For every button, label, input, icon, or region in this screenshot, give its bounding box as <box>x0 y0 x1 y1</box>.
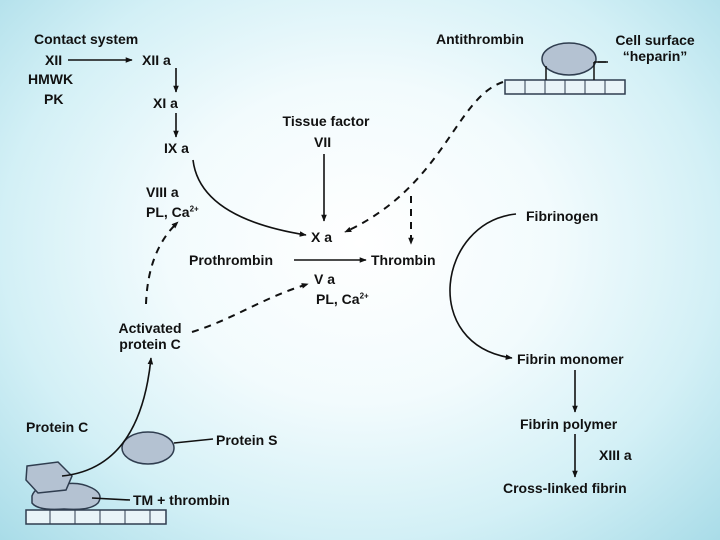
pl-ca-text-1: PL, Ca <box>146 204 190 220</box>
cell-surface-label: Cell surface “heparin” <box>615 32 694 64</box>
dashed-apc-inhibits-viiia <box>145 221 179 305</box>
va-label: V a <box>314 271 336 287</box>
arrow-fibrinogen-to-fibrin-monomer <box>449 213 517 360</box>
pl-ca-label-2: PL, Ca2+ <box>316 291 369 307</box>
protein-c-shape <box>25 461 73 494</box>
tm-thrombin-pointer <box>91 497 131 501</box>
protein-s-pointer <box>173 438 214 444</box>
hmwk-label: HMWK <box>28 71 74 87</box>
fibrin-polymer-label: Fibrin polymer <box>520 416 618 432</box>
arrow-protein-c-to-activated <box>61 357 154 477</box>
fibrinogen-label: Fibrinogen <box>526 208 599 224</box>
dashed-antithrombin-to-xa <box>344 81 504 233</box>
arrow-ixa-to-xa <box>192 159 307 237</box>
fibrin-monomer-label: Fibrin monomer <box>517 351 624 367</box>
ca-charge-2: 2+ <box>359 291 369 301</box>
ca-charge-1: 2+ <box>189 204 199 214</box>
pk-label: PK <box>44 91 64 107</box>
heparin-line: “heparin” <box>622 48 688 64</box>
activated-protein-c-line-2: protein C <box>119 336 181 352</box>
antithrombin-label: Antithrombin <box>436 31 524 47</box>
antithrombin-shape <box>541 42 597 76</box>
xiia-label: XII a <box>142 52 171 68</box>
xia-label: XI a <box>153 95 178 111</box>
cell-surface-membrane <box>504 79 626 95</box>
protein-s-label: Protein S <box>216 432 278 448</box>
thrombin-label: Thrombin <box>371 252 436 268</box>
endothelial-membrane <box>25 509 167 525</box>
pl-ca-text-2: PL, Ca <box>316 291 360 307</box>
protein-s-shape <box>121 431 175 465</box>
xa-label: X a <box>311 229 333 245</box>
pl-ca-label-1: PL, Ca2+ <box>146 204 199 220</box>
dashed-apc-inhibits-va <box>191 283 309 333</box>
vii-label: VII <box>314 134 332 150</box>
ixa-label: IX a <box>164 140 189 156</box>
prothrombin-label: Prothrombin <box>189 252 273 268</box>
xiiia-label: XIII a <box>599 447 632 463</box>
cell-surface-line-1: Cell surface <box>615 32 695 48</box>
viiia-label: VIII a <box>146 184 179 200</box>
activated-protein-c-line-1: Activated <box>118 320 182 336</box>
cross-linked-fibrin-label: Cross-linked fibrin <box>503 480 627 496</box>
protein-c-label: Protein C <box>26 419 89 435</box>
xii-label: XII <box>45 52 63 68</box>
contact-system-label: Contact system <box>34 31 139 47</box>
tissue-factor-label: Tissue factor <box>282 113 370 129</box>
tm-thrombin-label: TM + thrombin <box>133 492 230 508</box>
activated-protein-c-label: Activated protein C <box>118 320 181 352</box>
